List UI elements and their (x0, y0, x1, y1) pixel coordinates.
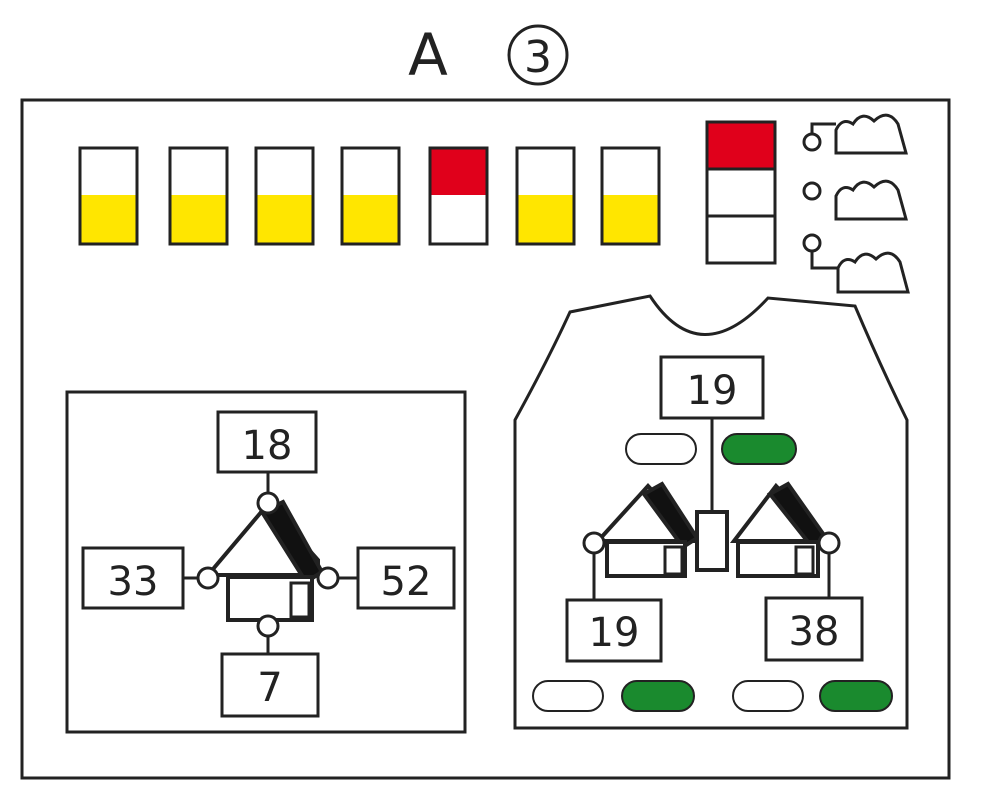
value-right: 52 (381, 559, 432, 605)
indicator-pill-on (819, 680, 893, 712)
meter-bottom-segment (170, 195, 227, 244)
value-box-top (659, 355, 765, 420)
value-left: 33 (108, 559, 159, 605)
meter-outline (600, 146, 661, 246)
outer-frame (20, 98, 951, 780)
cloud-icon (836, 251, 910, 294)
tall-meter (705, 120, 777, 265)
meter-bottom-segment (602, 195, 659, 244)
right-panel: 19 19 38 (513, 294, 909, 730)
meter-top-segment (80, 148, 137, 195)
house-icon (203, 499, 325, 622)
meter-outline (515, 146, 576, 246)
value-top: 19 (687, 368, 738, 414)
meter-outline (78, 146, 139, 246)
vest-outline (513, 294, 909, 730)
level-meter (78, 146, 139, 246)
meter-bottom-segment (517, 195, 574, 244)
level-meter (600, 146, 661, 246)
meter-top-segment (602, 148, 659, 195)
left-panel: 18 33 52 7 (65, 390, 467, 734)
tall-meter-segment (705, 167, 777, 218)
tall-meter-segment (705, 214, 777, 265)
connector-top (256, 491, 280, 515)
value-bottom: 7 (257, 665, 282, 711)
cloud-icon (834, 113, 908, 155)
cloud-pods (802, 113, 910, 294)
connector-left (196, 566, 220, 590)
cloud-pod-3 (802, 233, 910, 294)
meter-bottom-segment (430, 195, 487, 244)
meter-top-segment (430, 148, 487, 195)
meter-top-segment (170, 148, 227, 195)
indicator-pill-off (532, 680, 604, 712)
value-box-top (216, 410, 318, 474)
level-meter (168, 146, 229, 246)
indicator-pill-on (721, 433, 797, 465)
center-coupler (695, 510, 729, 572)
connector-right (817, 531, 841, 555)
indicator-pill-off (625, 433, 697, 465)
meter-bottom-segment (80, 195, 137, 244)
value-bottom-right: 38 (789, 609, 840, 655)
value-box-left (81, 546, 185, 610)
left-panel-frame (65, 390, 467, 734)
value-top: 18 (242, 423, 293, 469)
meter-row (78, 146, 661, 246)
meter-top-segment (517, 148, 574, 195)
level-meter (428, 146, 489, 246)
meter-top-segment (256, 148, 313, 195)
meter-outline (340, 146, 401, 246)
cloud-pod-1 (802, 113, 908, 155)
meter-bottom-segment (342, 195, 399, 244)
meter-outline (168, 146, 229, 246)
value-bottom-left: 19 (589, 610, 640, 656)
house-icon (729, 481, 829, 578)
indicator-pill-off (732, 680, 804, 712)
level-meter (340, 146, 401, 246)
tall-meter-segment (705, 120, 777, 171)
connector-left (582, 531, 606, 555)
meter-bottom-segment (256, 195, 313, 244)
indicator-pill-on (621, 680, 695, 712)
header-letter: A (408, 21, 448, 89)
meter-outline (428, 146, 489, 246)
value-box-bottom (220, 652, 320, 718)
connector-bottom (256, 614, 280, 638)
house-icon (593, 481, 700, 578)
meter-outline (254, 146, 315, 246)
header-number-circle (507, 24, 569, 86)
value-box-bottom-left (565, 598, 663, 663)
header-number: 3 (524, 32, 552, 83)
connector-right (316, 566, 340, 590)
cloud-icon (834, 179, 908, 221)
cloud-pod-2 (802, 179, 908, 221)
level-meter (515, 146, 576, 246)
value-box-bottom-right (764, 596, 864, 662)
meter-top-segment (342, 148, 399, 195)
level-meter (254, 146, 315, 246)
value-box-right (356, 546, 456, 610)
